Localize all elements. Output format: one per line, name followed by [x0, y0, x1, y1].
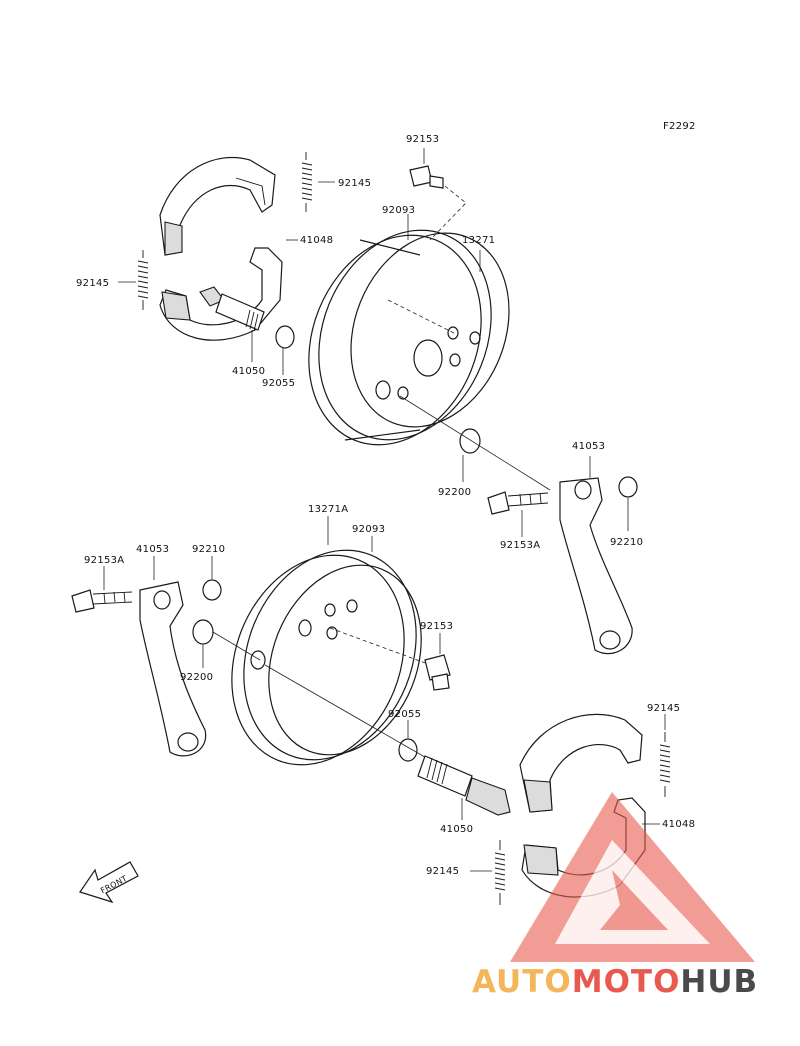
label-lower-oring-cam: 92055: [388, 709, 421, 720]
label-upper-lever: 41053: [572, 441, 605, 452]
lower-brake-drum: [231, 549, 422, 766]
lower-oring-cam: [398, 738, 418, 762]
lower-spring-right: [659, 732, 671, 797]
upper-lever-washer: [618, 476, 638, 498]
upper-brake-shoe-bottom: [159, 247, 283, 341]
watermark-text: AUTOMOTOHUB: [472, 964, 758, 1000]
lower-camshaft: [417, 755, 511, 816]
label-upper-cover-bolt: 92153: [406, 134, 439, 145]
upper-washer: [459, 428, 481, 454]
label-lower-spring-bottom: 92145: [426, 866, 459, 877]
label-upper-lever-bolt: 92153A: [500, 540, 540, 551]
label-upper-oring-top: 92093: [382, 205, 415, 216]
upper-cover-bolt: [409, 165, 444, 189]
lower-washer: [192, 619, 214, 645]
watermark-logo: [510, 792, 755, 962]
upper-oring-cam: [275, 325, 295, 349]
label-lower-lever-washer: 92210: [192, 544, 225, 555]
label-lower-camshaft: 41050: [440, 824, 473, 835]
label-upper-drum-panel: 13271: [462, 235, 495, 246]
upper-brake-shoe-top: [159, 156, 276, 256]
label-upper-oring-cam: 92055: [262, 378, 295, 389]
upper-spring-left: [118, 250, 149, 310]
label-lower-lever: 41053: [136, 544, 169, 555]
label-lower-lever-bolt: 92153A: [84, 555, 124, 566]
lower-brake-lever: [139, 581, 207, 757]
lower-cover-bolt: [424, 654, 451, 691]
label-upper-spring-left: 92145: [76, 278, 109, 289]
label-lower-washer: 92200: [180, 672, 213, 683]
lower-spring-bottom: [494, 840, 506, 905]
upper-brake-lever: [559, 477, 633, 655]
lower-brake-shoe-top: [519, 713, 643, 813]
label-upper-lever-washer: 92210: [610, 537, 643, 548]
figure-code: F2292: [663, 121, 696, 132]
label-lower-oring-top: 92093: [352, 524, 385, 535]
label-lower-spring-right: 92145: [647, 703, 680, 714]
label-lower-cover-bolt: 92153: [420, 621, 453, 632]
label-upper-spring-top: 92145: [338, 178, 371, 189]
lower-lever-washer: [202, 579, 222, 601]
upper-brake-drum: [308, 229, 510, 446]
label-upper-shoe-top: 41048: [300, 235, 333, 246]
upper-lever-bolt: [487, 491, 549, 515]
label-lower-shoe: 41048: [662, 819, 695, 830]
upper-spring-top: [301, 152, 335, 212]
front-arrow-icon: FRONT: [79, 861, 139, 904]
label-upper-washer: 92200: [438, 487, 471, 498]
label-upper-camshaft: 41050: [232, 366, 265, 377]
lower-lever-bolt: [71, 589, 133, 613]
upper-camshaft: [199, 286, 265, 332]
label-lower-drum-panel: 13271A: [308, 504, 348, 515]
